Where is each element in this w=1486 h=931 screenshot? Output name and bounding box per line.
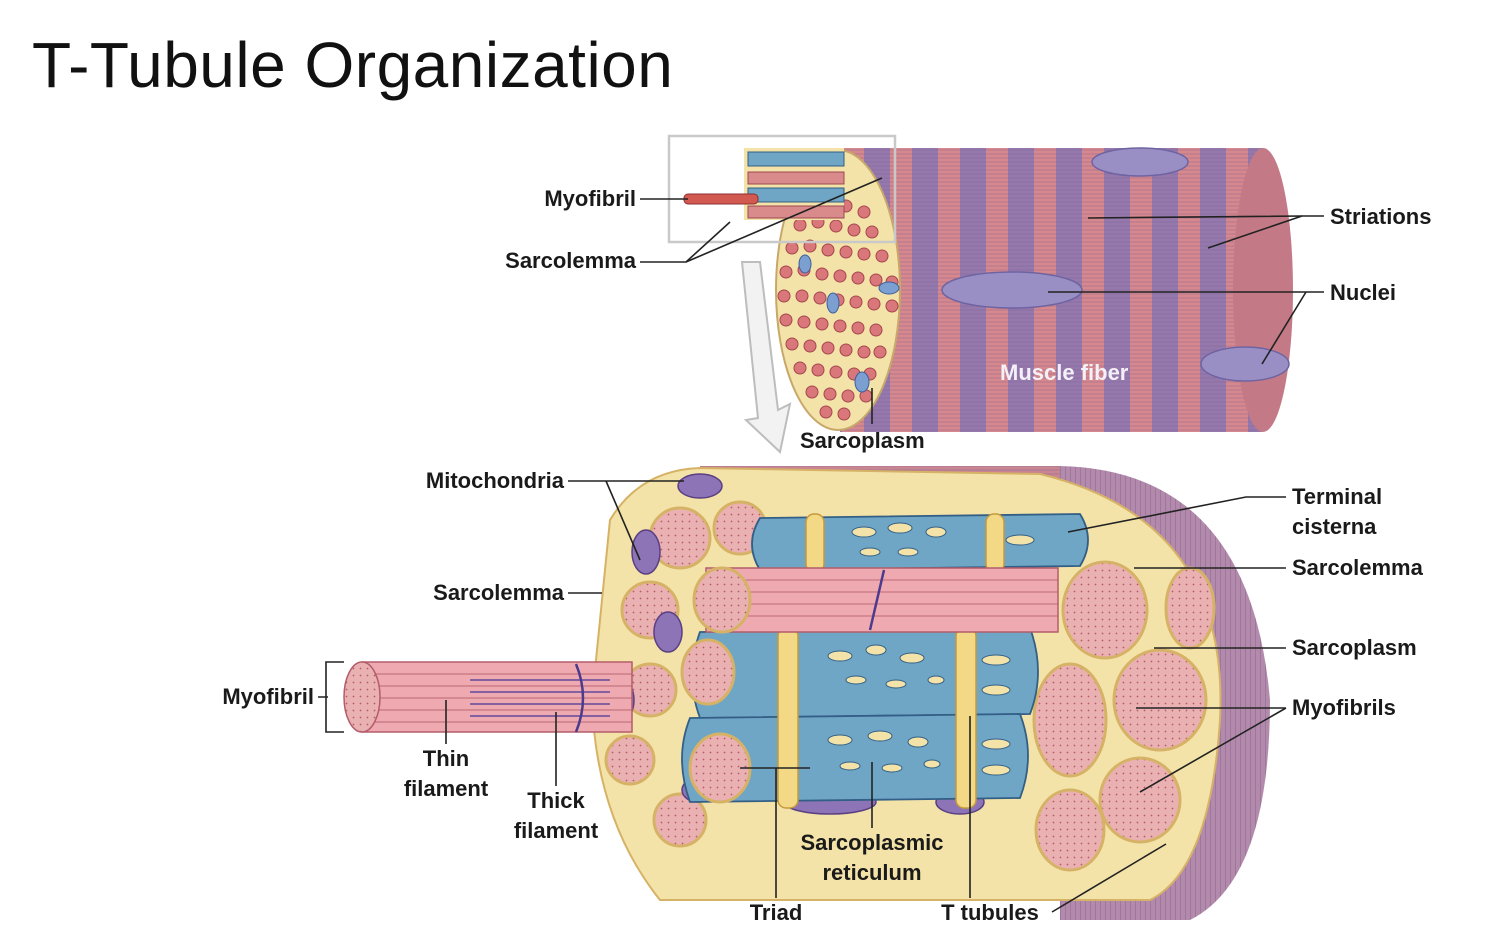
middle-myofibril (692, 566, 1059, 634)
label-sarcolemma-top: Sarcolemma (505, 248, 637, 273)
nucleus (1200, 346, 1290, 382)
label-myofibril-top: Myofibril (544, 186, 636, 211)
label-nuclei: Nuclei (1330, 280, 1396, 305)
label-t-tubules: T tubules (941, 900, 1039, 925)
nucleus (1091, 147, 1189, 177)
label-mitochondria: Mitochondria (426, 468, 565, 493)
label-sarcoplasmic-reticulum-2: reticulum (822, 860, 921, 885)
label-striations: Striations (1330, 204, 1431, 229)
mitochondria-small (798, 254, 900, 393)
nucleus (941, 271, 1083, 309)
zoom-inset-frame (667, 134, 897, 244)
label-sarcoplasm-top: Sarcoplasm (800, 428, 925, 453)
label-sarcoplasm-right: Sarcoplasm (1292, 635, 1417, 660)
label-thick-filament-2: filament (514, 818, 599, 843)
zoom-arrow (740, 261, 792, 454)
label-sarcoplasmic-reticulum-1: Sarcoplasmic (800, 830, 943, 855)
label-triad: Triad (750, 900, 803, 925)
slide-title: T-Tubule Organization (32, 29, 674, 101)
label-myofibril-left: Myofibril (222, 684, 314, 709)
label-myofibrils: Myofibrils (1292, 695, 1396, 720)
label-thin-filament-1: Thin (423, 746, 469, 771)
protruding-myofibril-left (343, 638, 752, 804)
label-terminal-cisterna-1: Terminal (1292, 484, 1382, 509)
label-sarcolemma-left: Sarcolemma (433, 580, 565, 605)
label-thin-filament-2: filament (404, 776, 489, 801)
muscle-fiber-end-cap (1233, 148, 1293, 432)
myofibril-cutaway-illustration: Mitochondria Sarcolemma Myofibril Thin f… (222, 466, 1424, 925)
label-muscle-fiber: Muscle fiber (1000, 360, 1129, 385)
label-thick-filament-1: Thick (527, 788, 585, 813)
myofibril-cross-sections (1032, 560, 1216, 872)
label-terminal-cisterna-2: cisterna (1292, 514, 1377, 539)
inset-myofibrils (683, 148, 845, 220)
muscle-fiber-illustration: Myofibril Sarcolemma Striations Nuclei M… (505, 134, 1431, 454)
label-sarcolemma-right: Sarcolemma (1292, 555, 1424, 580)
myofibril-dots (777, 193, 899, 421)
reticulum-fenestrations (827, 522, 1035, 776)
protruding-myofibril (683, 193, 759, 205)
